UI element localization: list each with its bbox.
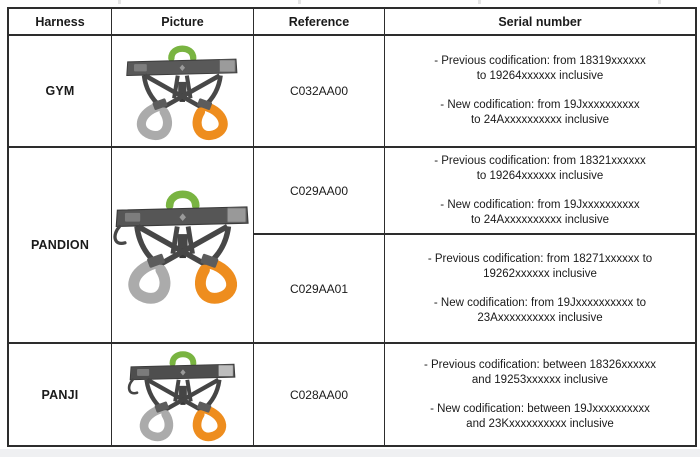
pandion-sub-rows: C029AA00 - Previous codification: from 1… <box>253 148 695 342</box>
serial-number-cell: - Previous codification: from 18319xxxxx… <box>384 36 695 146</box>
table-row-gym: GYM C032AA00 - Previous codification: fr… <box>9 34 695 146</box>
new-codification-text: - New codification: from 19Jxxxxxxxxxx t… <box>440 198 639 228</box>
table-header-row: Harness Picture Reference Serial number <box>9 9 695 34</box>
reference-value: C029AA01 <box>253 235 384 342</box>
codification-line: to 24Axxxxxxxxxx inclusive <box>470 114 610 126</box>
codification-line: 19262xxxxxx inclusive <box>483 267 597 280</box>
column-header-reference: Reference <box>253 9 384 34</box>
new-codification-text: - New codification: from 19Jxxxxxxxxxx t… <box>440 98 639 128</box>
table-row-panji: PANJI C028AA00 - Previous codification: … <box>9 342 695 445</box>
previous-codification-text: - Previous codification: between 18326xx… <box>424 358 656 388</box>
column-header-picture: Picture <box>111 9 253 34</box>
table-subrow-c029aa01: C029AA01 - Previous codification: from 1… <box>253 233 695 342</box>
harness-photo-svg <box>113 190 249 304</box>
harness-image-panji <box>111 344 253 445</box>
reference-value: C032AA00 <box>253 36 384 146</box>
codification-line: and 19253xxxxxx inclusive <box>471 373 609 386</box>
cropped-text-artifact <box>0 0 700 4</box>
codification-line: - Previous codification: between 18326xx… <box>423 358 657 371</box>
previous-codification-text: - Previous codification: from 18271xxxxx… <box>428 252 652 282</box>
codification-line: - Previous codification: from 18319xxxxx… <box>434 55 646 67</box>
serial-number-cell: - Previous codification: between 18326xx… <box>384 344 695 445</box>
harness-image-pandion <box>111 148 253 342</box>
harness-image-gym <box>111 36 253 146</box>
harness-photo-svg <box>127 351 235 442</box>
harness-serial-table: Harness Picture Reference Serial number … <box>7 7 697 447</box>
codification-line: - New codification: between 19Jxxxxxxxxx… <box>430 402 650 415</box>
codification-line: - New codification: from 19Jxxxxxxxxxx <box>440 99 640 111</box>
new-codification-text: - New codification: from 19Jxxxxxxxxxx t… <box>434 296 646 326</box>
codification-line: - Previous codification: from 18321xxxxx… <box>434 154 646 167</box>
codification-line: - New codification: from 19Jxxxxxxxxxx t… <box>433 296 647 309</box>
serial-number-cell: - Previous codification: from 18271xxxxx… <box>384 235 695 342</box>
harness-name-pandion: PANDION <box>30 238 90 252</box>
column-header-serial-number: Serial number <box>384 9 695 34</box>
harness-photo-svg <box>126 45 238 141</box>
codification-line: and 23Kxxxxxxxxxx inclusive <box>466 417 614 430</box>
harness-name-panji: PANJI <box>41 387 79 402</box>
codification-line: to 19264xxxxxx inclusive <box>476 169 604 182</box>
harness-name-gym: GYM <box>45 84 75 98</box>
previous-codification-text: - Previous codification: from 18319xxxxx… <box>434 54 646 84</box>
reference-value: C029AA00 <box>253 148 384 233</box>
column-header-harness: Harness <box>35 14 85 29</box>
serial-number-cell: - Previous codification: from 18321xxxxx… <box>384 148 695 233</box>
page-background-strip <box>0 449 700 457</box>
codification-line: - New codification: from 19Jxxxxxxxxxx <box>440 198 640 211</box>
codification-line: to 19264xxxxxx inclusive <box>476 70 604 82</box>
codification-line: - Previous codification: from 18271xxxxx… <box>427 252 653 265</box>
previous-codification-text: - Previous codification: from 18321xxxxx… <box>434 154 646 184</box>
codification-line: to 24Axxxxxxxxxx inclusive <box>470 213 610 226</box>
table-row-pandion: PANDION C029AA00 - Previous codif <box>9 146 695 342</box>
reference-value: C028AA00 <box>253 344 384 445</box>
table-subrow-c029aa00: C029AA00 - Previous codification: from 1… <box>253 148 695 233</box>
codification-line: 23Axxxxxxxxxx inclusive <box>477 311 603 324</box>
new-codification-text: - New codification: between 19Jxxxxxxxxx… <box>430 402 650 432</box>
